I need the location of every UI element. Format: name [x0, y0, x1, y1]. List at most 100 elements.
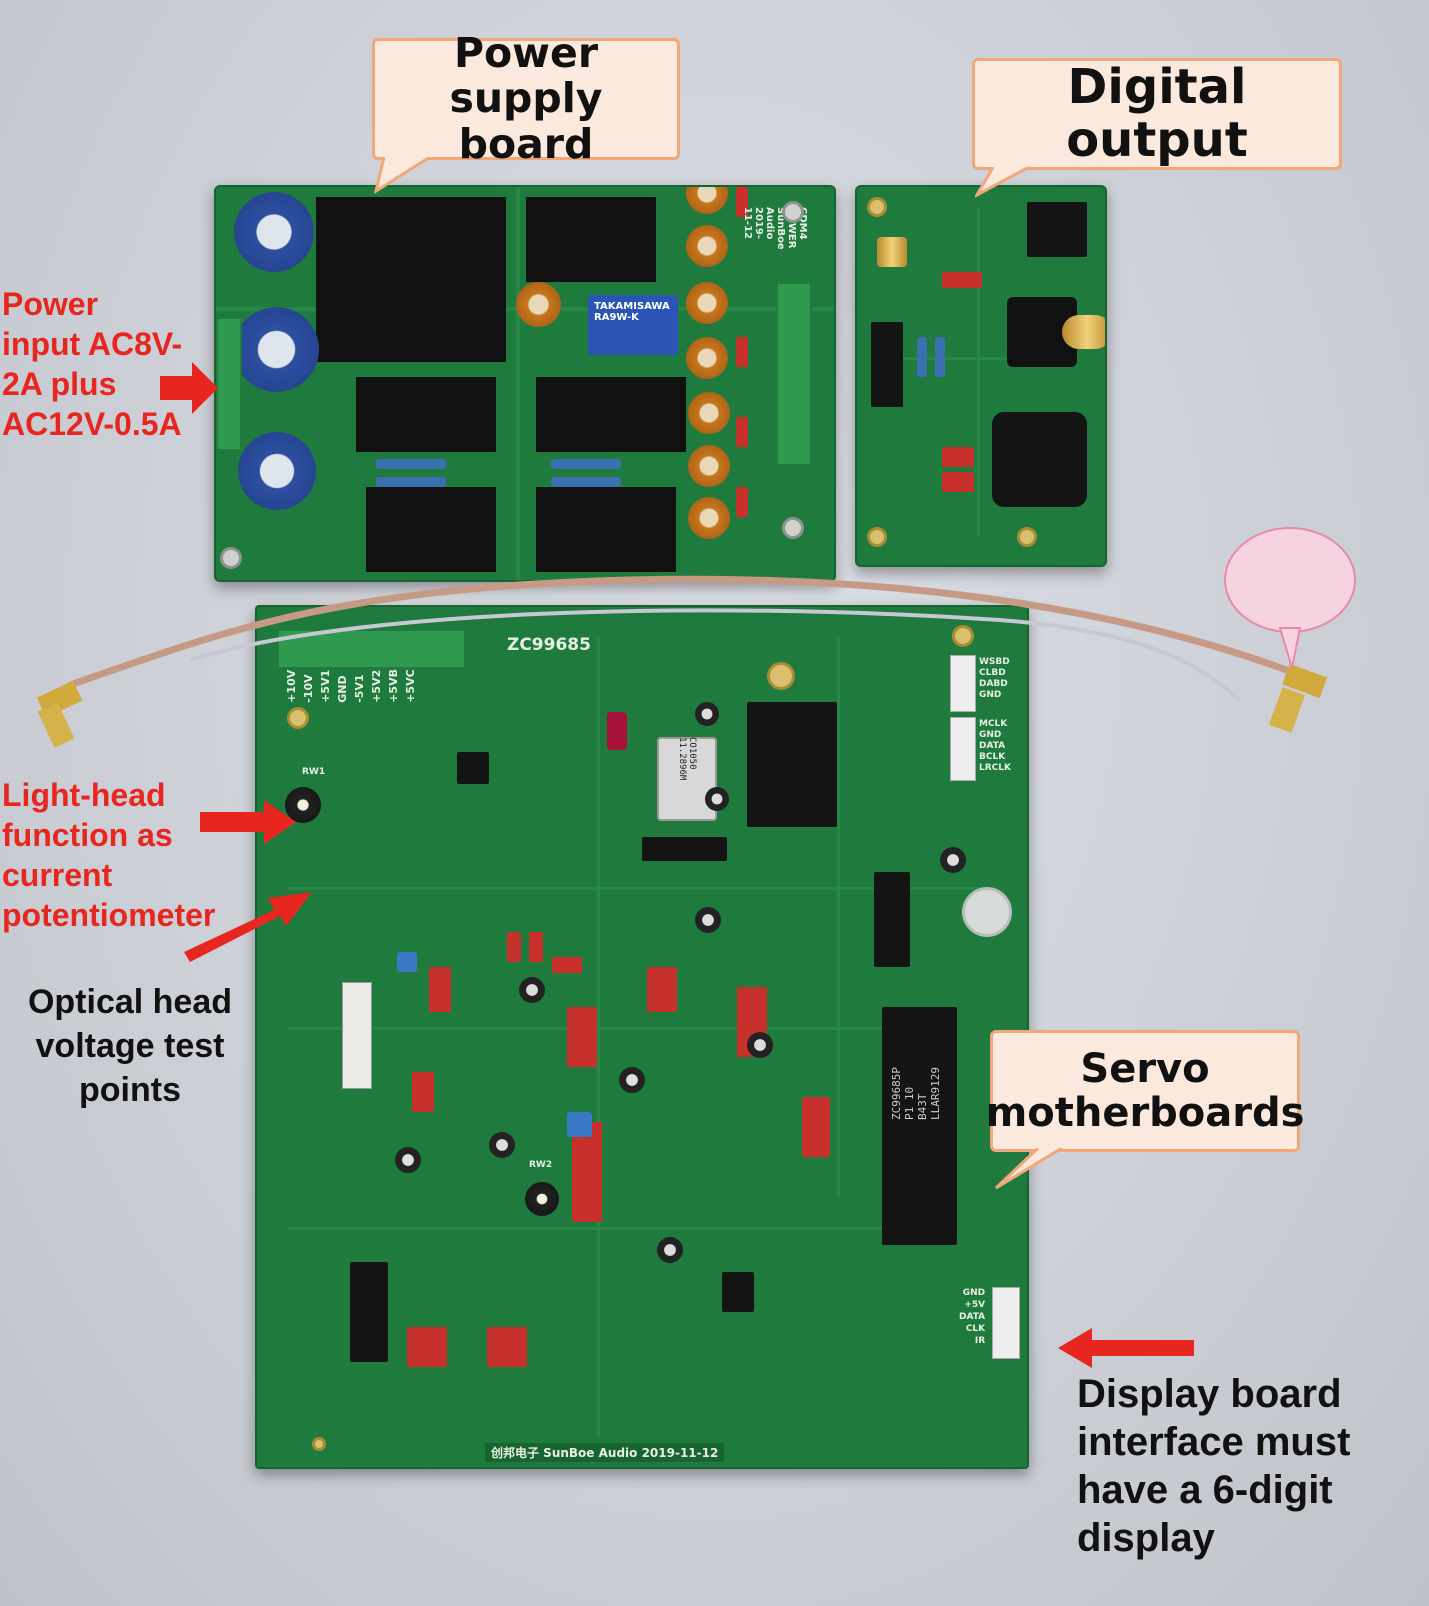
capacitor — [686, 225, 728, 267]
resistor — [567, 1112, 592, 1137]
servo-motherboard: +10V -10V +5V1 GND -5V1 +5V2 +5VB +5VC Z… — [255, 605, 1029, 1469]
resistor — [551, 459, 621, 469]
heatsink — [536, 487, 676, 572]
power-supply-board: TAKAMISAWA RA9W-K CDM4 POWER SunBoe Audi… — [214, 185, 836, 582]
pin-label: CLK — [965, 1324, 986, 1334]
resistor — [551, 477, 621, 487]
capacitor — [688, 445, 730, 487]
pin-label: DABD — [979, 679, 1008, 689]
capacitor — [736, 417, 748, 447]
callout-digital-output: Digital output — [972, 58, 1342, 170]
arrow-right-icon — [200, 800, 296, 844]
callout-power-supply-board: Power supply board — [372, 31, 680, 166]
xlr-connector — [992, 412, 1087, 507]
capacitor — [942, 272, 982, 288]
capacitor — [507, 932, 521, 962]
capacitor — [736, 187, 748, 217]
capacitor — [407, 1327, 447, 1367]
capacitor — [940, 847, 966, 873]
pin-label: BCLK — [979, 752, 1006, 762]
callout-tail — [994, 1148, 1063, 1190]
pin-label: +5V2 — [370, 669, 383, 703]
capacitor — [238, 432, 316, 510]
terminal-pin-labels: +10V -10V +5V1 GND -5V1 +5V2 +5VB +5VC — [285, 669, 417, 703]
board-footer: 创邦电子 SunBoe Audio 2019-11-12 — [485, 1443, 725, 1462]
callout-text: Servo motherboards — [985, 1046, 1305, 1136]
capacitor — [686, 282, 728, 324]
potentiometer-rw1 — [285, 787, 321, 823]
ic-chip — [874, 872, 910, 967]
pin-label: -10V — [302, 674, 315, 703]
capacitor — [489, 1132, 515, 1158]
capacitor — [802, 1097, 830, 1157]
data-connector-mid — [950, 717, 976, 781]
resistor — [917, 337, 927, 377]
capacitor — [747, 1032, 773, 1058]
label-power-input: Power input AC8V- 2A plus AC12V-0.5A — [2, 286, 183, 442]
arrow-left-icon — [1058, 1328, 1194, 1368]
capacitor — [657, 1237, 683, 1263]
relay-label: TAKAMISAWA RA9W-K — [594, 301, 670, 323]
capacitor — [688, 392, 730, 434]
pin-label: +5VB — [387, 669, 400, 703]
data-connector-top — [950, 655, 976, 712]
pin-label: WSBD — [979, 657, 1010, 667]
callout-text: Power supply board — [449, 29, 603, 168]
pin-label: +5V — [964, 1300, 986, 1310]
flex-cable-connector — [342, 982, 372, 1089]
pin-label: LRCLK — [979, 763, 1011, 773]
capacitor — [688, 497, 730, 539]
data-pin-labels-top: WSBD CLBD DABD GND — [979, 657, 1010, 701]
oscillator-label: CO1050 11.2896M — [677, 737, 697, 781]
capacitor — [429, 967, 451, 1012]
capacitor — [942, 472, 974, 492]
pin-label: IR — [974, 1336, 986, 1346]
pin-label: +5V1 — [319, 669, 332, 703]
pin-label: GND — [336, 675, 349, 703]
capacitor — [412, 1072, 434, 1112]
servo-processor-chip: ZC99685P P1 10 B43T LLAR9129 — [882, 1007, 957, 1245]
ic-chip — [642, 837, 727, 861]
capacitor — [487, 1327, 527, 1367]
capacitor — [942, 447, 974, 467]
mounting-hole — [867, 197, 887, 217]
ic-chip — [350, 1262, 388, 1362]
heatsink — [536, 377, 686, 452]
mounting-hole — [867, 527, 887, 547]
heatsink — [316, 197, 506, 362]
capacitor — [395, 1147, 421, 1173]
resistor — [935, 337, 945, 377]
output-terminal-block — [776, 282, 812, 466]
board-id: ZC99685 — [507, 635, 591, 655]
rw2-label: RW2 — [529, 1160, 553, 1170]
resistor — [397, 952, 417, 972]
relay: TAKAMISAWA RA9W-K — [588, 295, 678, 355]
mounting-hole — [767, 662, 795, 690]
crystal-oscillator: CO1050 11.2896M — [657, 737, 717, 821]
potentiometer-rw2 — [525, 1182, 559, 1216]
mounting-hole — [312, 1437, 326, 1451]
mounting-hole — [782, 201, 804, 223]
capacitor — [736, 337, 748, 367]
capacitor — [705, 787, 729, 811]
label-optical-head-test-points: Optical head voltage test points — [27, 983, 233, 1109]
heatsink — [526, 197, 656, 282]
capacitor — [695, 907, 721, 933]
pin-label: DATA — [979, 741, 1006, 751]
capacitor — [529, 932, 543, 962]
capacitor — [607, 712, 627, 750]
capacitor — [234, 307, 319, 392]
data-pin-labels-mid: MCLK GND DATA BCLK LRCLK — [979, 719, 1011, 774]
ic-chip — [457, 752, 489, 784]
mounting-washer — [962, 887, 1012, 937]
capacitor — [686, 337, 728, 379]
callout-servo-motherboards: Servo motherboards — [986, 1030, 1304, 1152]
capacitor — [519, 977, 545, 1003]
capacitor — [695, 702, 719, 726]
capacitor — [647, 967, 677, 1012]
rw1-label: RW1 — [302, 767, 326, 777]
capacitor — [572, 1122, 602, 1222]
pin-label: +10V — [285, 669, 298, 703]
label-display-board-interface: Display board interface must have a 6-di… — [1077, 1372, 1351, 1560]
transformer-ic — [871, 322, 903, 407]
